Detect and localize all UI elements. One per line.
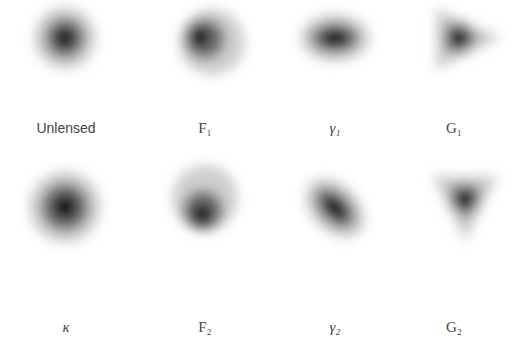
panel-label: γ₂: [273, 317, 397, 337]
f1-blob: [179, 9, 245, 75]
f2-blob: [172, 165, 238, 231]
panel-label: Unlensed: [4, 118, 128, 138]
gamma2-blob: [293, 166, 376, 249]
unlensed-blob: [34, 7, 96, 69]
panel-label: γ₁: [273, 118, 397, 138]
panel-label: F₁: [143, 118, 267, 138]
panel-label: G₁: [392, 118, 516, 138]
kappa-blob: [29, 171, 101, 243]
panel-label: κ: [4, 317, 128, 337]
g2-blob: [432, 176, 498, 242]
panel-label: G₂: [392, 317, 516, 337]
panel-label: F₂: [143, 317, 267, 337]
g1-blob: [436, 8, 502, 70]
gamma1-blob: [300, 14, 370, 62]
